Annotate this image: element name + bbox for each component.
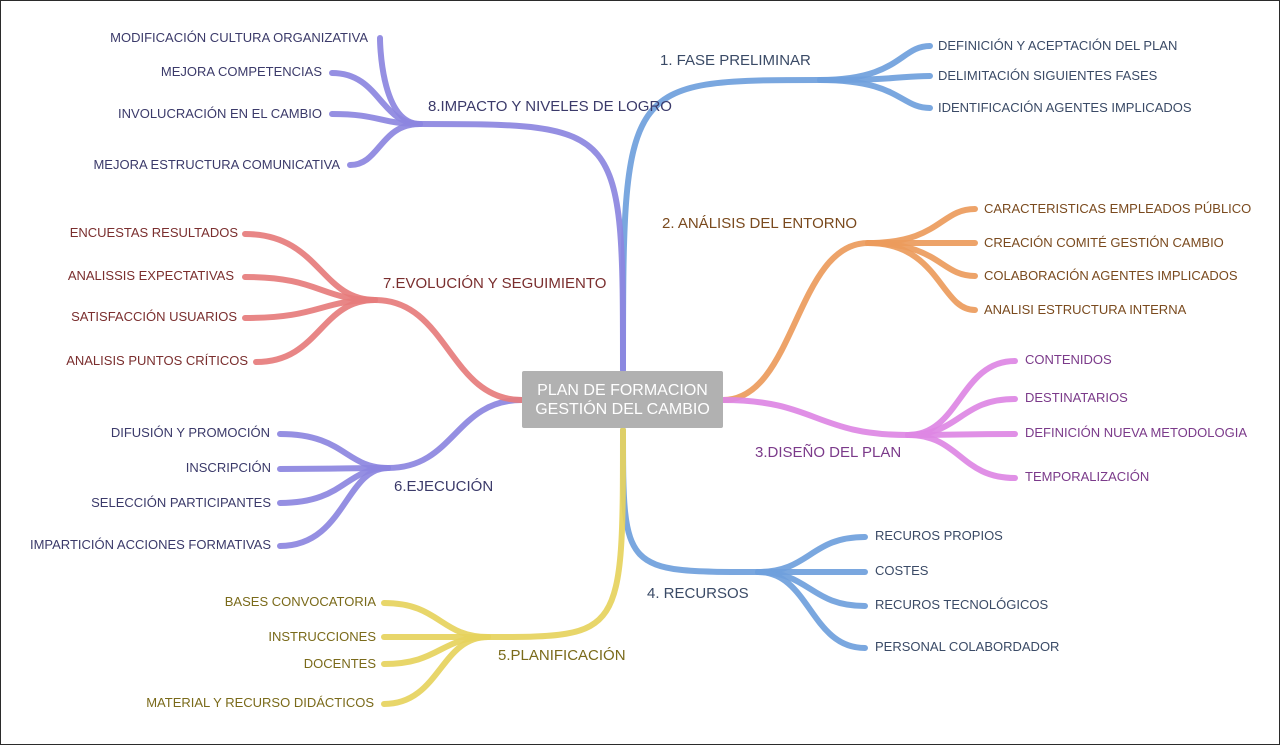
- branch-label-diseno-plan[interactable]: 3.DISEÑO DEL PLAN: [755, 444, 902, 461]
- leaf-connector-b2-3: [865, 240, 978, 313]
- branch-label-ejecucion[interactable]: 6.EJECUCIÓN: [394, 478, 494, 495]
- branch-connector-b8: [417, 121, 626, 373]
- leaf-seleccion-participantes[interactable]: SELECCIÓN PARTICIPANTES: [91, 495, 271, 510]
- leaf-connector-b7-1: [242, 274, 378, 303]
- leaf-costes[interactable]: COSTES: [875, 563, 929, 578]
- leaf-contenidos[interactable]: CONTENIDOS: [1025, 352, 1112, 367]
- leaf-identificacion-agentes-implicados[interactable]: IDENTIFICACIÓN AGENTES IMPLICADOS: [938, 100, 1192, 115]
- leaf-inscripcion[interactable]: INSCRIPCIÓN: [185, 460, 271, 475]
- branch-label-recursos[interactable]: 4. RECURSOS: [647, 585, 749, 602]
- leaf-bases-convocatoria[interactable]: BASES CONVOCATORIA: [224, 594, 376, 609]
- branch-connector-b2: [720, 240, 871, 403]
- leaf-temporalizacion[interactable]: TEMPORALIZACIÓN: [1025, 469, 1150, 484]
- branch-label-planificacion[interactable]: 5.PLANIFICACIÓN: [498, 647, 626, 664]
- leaf-difusion-promocion[interactable]: DIFUSIÓN Y PROMOCIÓN: [110, 425, 270, 440]
- leaf-connector-b6-3: [277, 465, 391, 549]
- leaf-recuros-propios[interactable]: RECUROS PROPIOS: [875, 528, 1003, 543]
- leaf-analissis-expectativas[interactable]: ANALISSIS EXPECTATIVAS: [67, 268, 234, 283]
- leaf-material-recurso-didacticos[interactable]: MATERIAL Y RECURSO DIDÁCTICOS: [146, 695, 374, 710]
- leaf-connector-b2-0: [865, 206, 978, 246]
- leaf-docentes[interactable]: DOCENTES: [303, 656, 376, 671]
- leaf-colaboracion-agentes[interactable]: COLABORACIÓN AGENTES IMPLICADOS: [984, 268, 1238, 283]
- leaf-satisfaccion-usuarios[interactable]: SATISFACCIÓN USUARIOS: [71, 309, 237, 324]
- leaf-connector-b1-2: [817, 77, 933, 111]
- leaf-definicion-aceptacion-plan[interactable]: DEFINICIÓN Y ACEPTACIÓN DEL PLAN: [938, 38, 1178, 53]
- leaf-personal-colaborador[interactable]: PERSONAL COLABORDADOR: [875, 639, 1060, 654]
- leaf-connector-b5-3: [381, 634, 491, 707]
- leaf-delimitacion-siguientes-fases[interactable]: DELIMITACIÓN SIGUIENTES FASES: [938, 68, 1158, 83]
- branch-label-evolucion-seguimiento[interactable]: 7.EVOLUCIÓN Y SEGUIMIENTO: [383, 275, 607, 292]
- leaf-destinatarios[interactable]: DESTINATARIOS: [1025, 390, 1128, 405]
- branch-connector-b3: [720, 397, 911, 438]
- branch-label-fase-preliminar[interactable]: 1. FASE PRELIMINAR: [660, 52, 811, 69]
- leaf-mejora-estructura-comunicativa[interactable]: MEJORA ESTRUCTURA COMUNICATIVA: [93, 157, 340, 172]
- leaf-connector-b4-3: [755, 569, 868, 651]
- leaf-definicion-nueva-metodologia[interactable]: DEFINICIÓN NUEVA METODOLOGIA: [1025, 425, 1247, 440]
- leaf-instrucciones[interactable]: INSTRUCCIONES: [268, 629, 376, 644]
- leaf-encuestas-resultados[interactable]: ENCUESTAS RESULTADOS: [69, 225, 238, 240]
- central-topic-node[interactable]: PLAN DE FORMACION GESTIÓN DEL CAMBIO: [522, 371, 723, 428]
- leaf-connector-b7-3: [253, 297, 378, 365]
- leaf-imparticion-acciones[interactable]: IMPARTICIÓN ACCIONES FORMATIVAS: [29, 537, 271, 552]
- leaf-modificacion-cultura[interactable]: MODIFICACIÓN CULTURA ORGANIZATIVA: [110, 30, 368, 45]
- leaf-connector-b8-0: [377, 35, 423, 127]
- leaf-analisi-estructura-interna[interactable]: ANALISI ESTRUCTURA INTERNA: [984, 302, 1187, 317]
- central-topic-line-1: PLAN DE FORMACION: [537, 381, 708, 399]
- leaf-involucracion-cambio[interactable]: INVOLUCRACIÓN EN EL CAMBIO: [118, 106, 322, 121]
- leaf-connector-b6-0: [277, 431, 391, 471]
- leaf-mejora-competencias[interactable]: MEJORA COMPETENCIAS: [160, 64, 322, 79]
- central-topic-line-2: GESTIÓN DEL CAMBIO: [535, 400, 710, 418]
- leaf-analisis-puntos-criticos[interactable]: ANALISIS PUNTOS CRÍTICOS: [66, 353, 248, 368]
- leaf-caracteristicas-empleados[interactable]: CARACTERISTICAS EMPLEADOS PÚBLICO: [984, 201, 1252, 216]
- leaf-connector-b5-0: [381, 600, 491, 640]
- branch-label-analisis-entorno[interactable]: 2. ANÁLISIS DEL ENTORNO: [662, 215, 858, 232]
- leaf-connector-b4-0: [755, 534, 868, 575]
- leaf-creacion-comite[interactable]: CREACIÓN COMITÉ GESTIÓN CAMBIO: [984, 235, 1224, 250]
- branch-label-impacto-logro[interactable]: 8.IMPACTO Y NIVELES DE LOGRO: [428, 98, 672, 115]
- leaf-connector-b8-3: [347, 121, 423, 168]
- leaf-connector-b7-0: [242, 231, 378, 303]
- leaf-recuros-tecnologicos[interactable]: RECUROS TECNOLÓGICOS: [875, 597, 1049, 612]
- branch-connector-b5: [485, 427, 626, 640]
- branch-connector-b6: [385, 397, 525, 471]
- leaf-connector-b3-3: [905, 432, 1018, 481]
- branch-connector-b4: [620, 427, 761, 575]
- branch-connector-b7: [372, 297, 525, 403]
